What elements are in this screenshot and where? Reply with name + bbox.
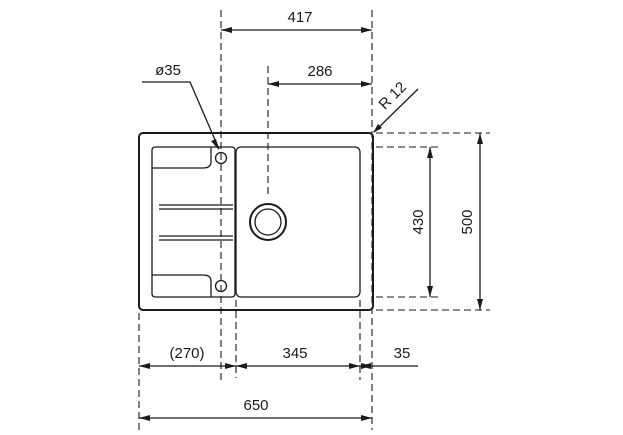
sink-body [138,132,374,311]
drainer-area [151,146,236,298]
dim-drain-offset-label: 286 [307,63,332,80]
dim-drainer-width-label: (270) [169,345,204,362]
dim-bowl-width-label: 345 [282,345,307,362]
bowl-outline [235,146,361,298]
drain-inner-ring [254,208,282,236]
dimension-lines [139,27,483,421]
dim-overall-width-label: 650 [243,397,268,414]
dim-top-width-label: 417 [287,9,312,26]
dim-overall-depth-label: 500 [459,209,476,234]
sink-outer-outline [138,132,374,311]
dim-bowl-depth-label: 430 [410,209,427,234]
drain-outer-ring [249,203,287,241]
dim-tap-hole-label: ø35 [155,62,181,79]
drainer-panel-top [152,147,212,169]
drainer-panel-bottom [152,274,212,297]
extension-lines [138,10,490,430]
dim-rim-width-label: 35 [394,345,411,362]
dim-corner-radius-label: R 12 [376,79,410,113]
dimension-labels: 417 286 ø35 R 12 430 500 (270) 345 35 65… [155,9,476,414]
tap-hole-icon [214,151,228,165]
